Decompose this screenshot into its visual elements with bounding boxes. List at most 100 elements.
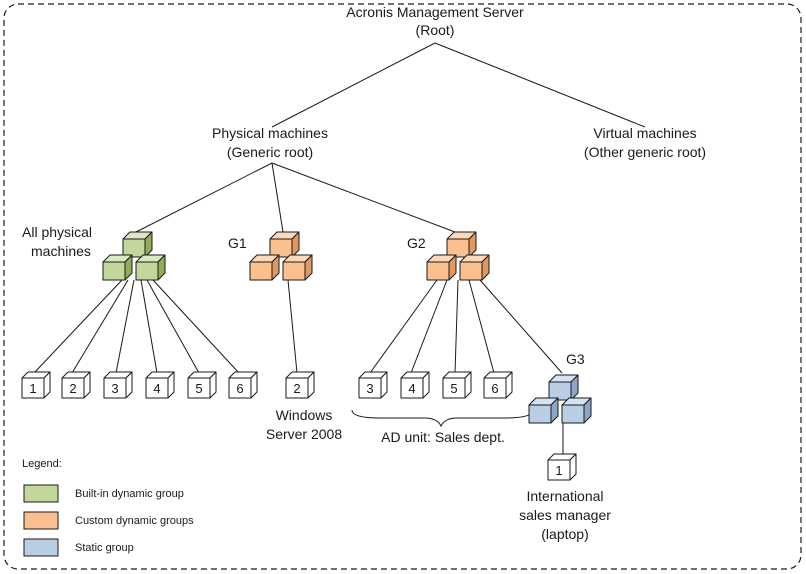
g3-group-cube-left: [528, 397, 559, 424]
virtual-machines-subtitle: (Other generic root): [584, 144, 706, 160]
g2-group-cube-top: [446, 231, 477, 258]
edge-g2-g3: [479, 279, 563, 374]
physical-machines-title: Physical machines: [212, 125, 328, 141]
intl-manager-line3: (laptop): [541, 526, 588, 542]
g2-group-cube-right-front: [459, 261, 483, 281]
legend-title: Legend:: [22, 458, 62, 470]
ad-unit-label: AD unit: Sales dept.: [381, 429, 505, 445]
edge-allphysical-m2: [71, 279, 129, 374]
all-physical-group-cube-top-front: [122, 238, 146, 258]
g3-group-cube-right: [561, 397, 592, 424]
edge-g2-m3: [369, 279, 438, 374]
machine-g2-3-front: [442, 377, 466, 399]
edge-g2-m6: [468, 279, 495, 374]
g3-group-cube-top: [548, 374, 579, 401]
edge-allphysical-m1: [33, 279, 123, 374]
machine-g2-3-number: 5: [450, 381, 457, 396]
all-physical-group-cube-right: [135, 254, 166, 281]
machine-g3-1-number: 1: [555, 463, 562, 478]
machine-g3-1-front: [547, 459, 571, 481]
g1-group-cube-right-front: [282, 261, 306, 281]
edge-root-physical: [271, 42, 436, 128]
g3-label: G3: [566, 351, 585, 367]
machine-all-physical-5: 5: [187, 371, 217, 399]
edge-allphysical-m5: [146, 279, 200, 374]
machine-g3-1: 1: [547, 453, 577, 481]
edge-root-virtual: [434, 42, 646, 128]
intl-manager-line2: sales manager: [519, 507, 611, 523]
g1-group-cube-left-front: [249, 261, 273, 281]
legend-swatch-static: [23, 538, 59, 557]
windows-server-line1: Windows: [276, 407, 333, 423]
edge-allphysical-m4: [140, 279, 158, 374]
machine-all-physical-2-number: 2: [69, 381, 76, 396]
machine-g2-2: 4: [400, 371, 430, 399]
legend-swatch-builtin: [23, 484, 59, 503]
g3-group-cube-left-front: [528, 404, 552, 424]
all-physical-group-cube-left: [102, 254, 133, 281]
edge-physical-g2: [271, 162, 456, 233]
windows-server-line2: Server 2008: [266, 426, 342, 442]
machine-g2-3: 5: [442, 371, 472, 399]
machine-g2-2-front: [400, 377, 424, 399]
machine-all-physical-1-front: [21, 377, 45, 399]
machine-all-physical-3: 3: [103, 371, 133, 399]
machine-all-physical-1-number: 1: [29, 381, 36, 396]
g2-group-cube-left: [426, 254, 457, 281]
all-physical-group-cube-right-front: [135, 261, 159, 281]
all-physical-group-cube-top: [122, 231, 153, 258]
machine-g2-4-number: 6: [491, 381, 498, 396]
machine-g2-2-number: 4: [408, 381, 415, 396]
root-title: Acronis Management Server: [346, 4, 524, 20]
machine-all-physical-2: 2: [61, 371, 91, 399]
g2-group-cube-right: [459, 254, 490, 281]
edge-physical-g1: [271, 162, 284, 233]
edge-physical-allphysical: [135, 162, 273, 233]
g2-label: G2: [407, 235, 426, 251]
edge-allphysical-m6: [152, 279, 240, 374]
machine-all-physical-6: 6: [228, 371, 258, 399]
machine-all-physical-6-number: 6: [236, 381, 243, 396]
tree-edges: [33, 42, 646, 455]
machine-g1-1: 2: [285, 371, 315, 399]
legend: Legend: Built-in dynamic group Custom dy…: [22, 458, 194, 557]
machine-g2-1-number: 3: [366, 381, 373, 396]
machine-all-physical-5-front: [187, 377, 211, 399]
ad-unit-brace: [351, 409, 534, 428]
machine-g2-1: 3: [358, 371, 388, 399]
g3-group-cube-top-front: [548, 381, 572, 401]
edge-g2-m5: [454, 279, 459, 374]
intl-manager-line1: International: [526, 488, 603, 504]
machine-g2-4-front: [483, 377, 507, 399]
legend-swatch-custom: [23, 511, 59, 530]
g2-group-cube-top-front: [446, 238, 470, 258]
machine-all-physical-6-front: [228, 377, 252, 399]
all-physical-label-line1: All physical: [22, 224, 92, 240]
machine-all-physical-3-number: 3: [111, 381, 118, 396]
g1-group-cube-left: [249, 254, 280, 281]
machine-all-physical-5-number: 5: [195, 381, 202, 396]
g1-label: G1: [228, 235, 247, 251]
legend-label-static: Static group: [75, 542, 134, 554]
group-cubes: 1 2 3 4 5 6 2 3 4 5 6 1: [21, 231, 592, 481]
machine-g1-1-number: 2: [293, 381, 300, 396]
edge-g1-m2: [287, 279, 298, 374]
machine-all-physical-4-number: 4: [153, 381, 160, 396]
edge-g2-m4: [410, 279, 448, 374]
g1-group-cube-top-front: [269, 238, 293, 258]
machine-all-physical-2-front: [61, 377, 85, 399]
legend-label-custom: Custom dynamic groups: [75, 515, 194, 527]
legend-label-builtin: Built-in dynamic group: [75, 488, 184, 500]
g1-group-cube-top: [269, 231, 300, 258]
g2-group-cube-left-front: [426, 261, 450, 281]
g3-group-cube-right-front: [561, 404, 585, 424]
g1-group-cube-right: [282, 254, 313, 281]
machine-all-physical-4: 4: [145, 371, 175, 399]
all-physical-label-line2: machines: [31, 243, 91, 259]
machine-g1-1-front: [285, 377, 309, 399]
machine-all-physical-1: 1: [21, 371, 51, 399]
diagram-frame: [3, 3, 802, 570]
machine-all-physical-4-front: [145, 377, 169, 399]
machine-g2-4: 6: [483, 371, 513, 399]
